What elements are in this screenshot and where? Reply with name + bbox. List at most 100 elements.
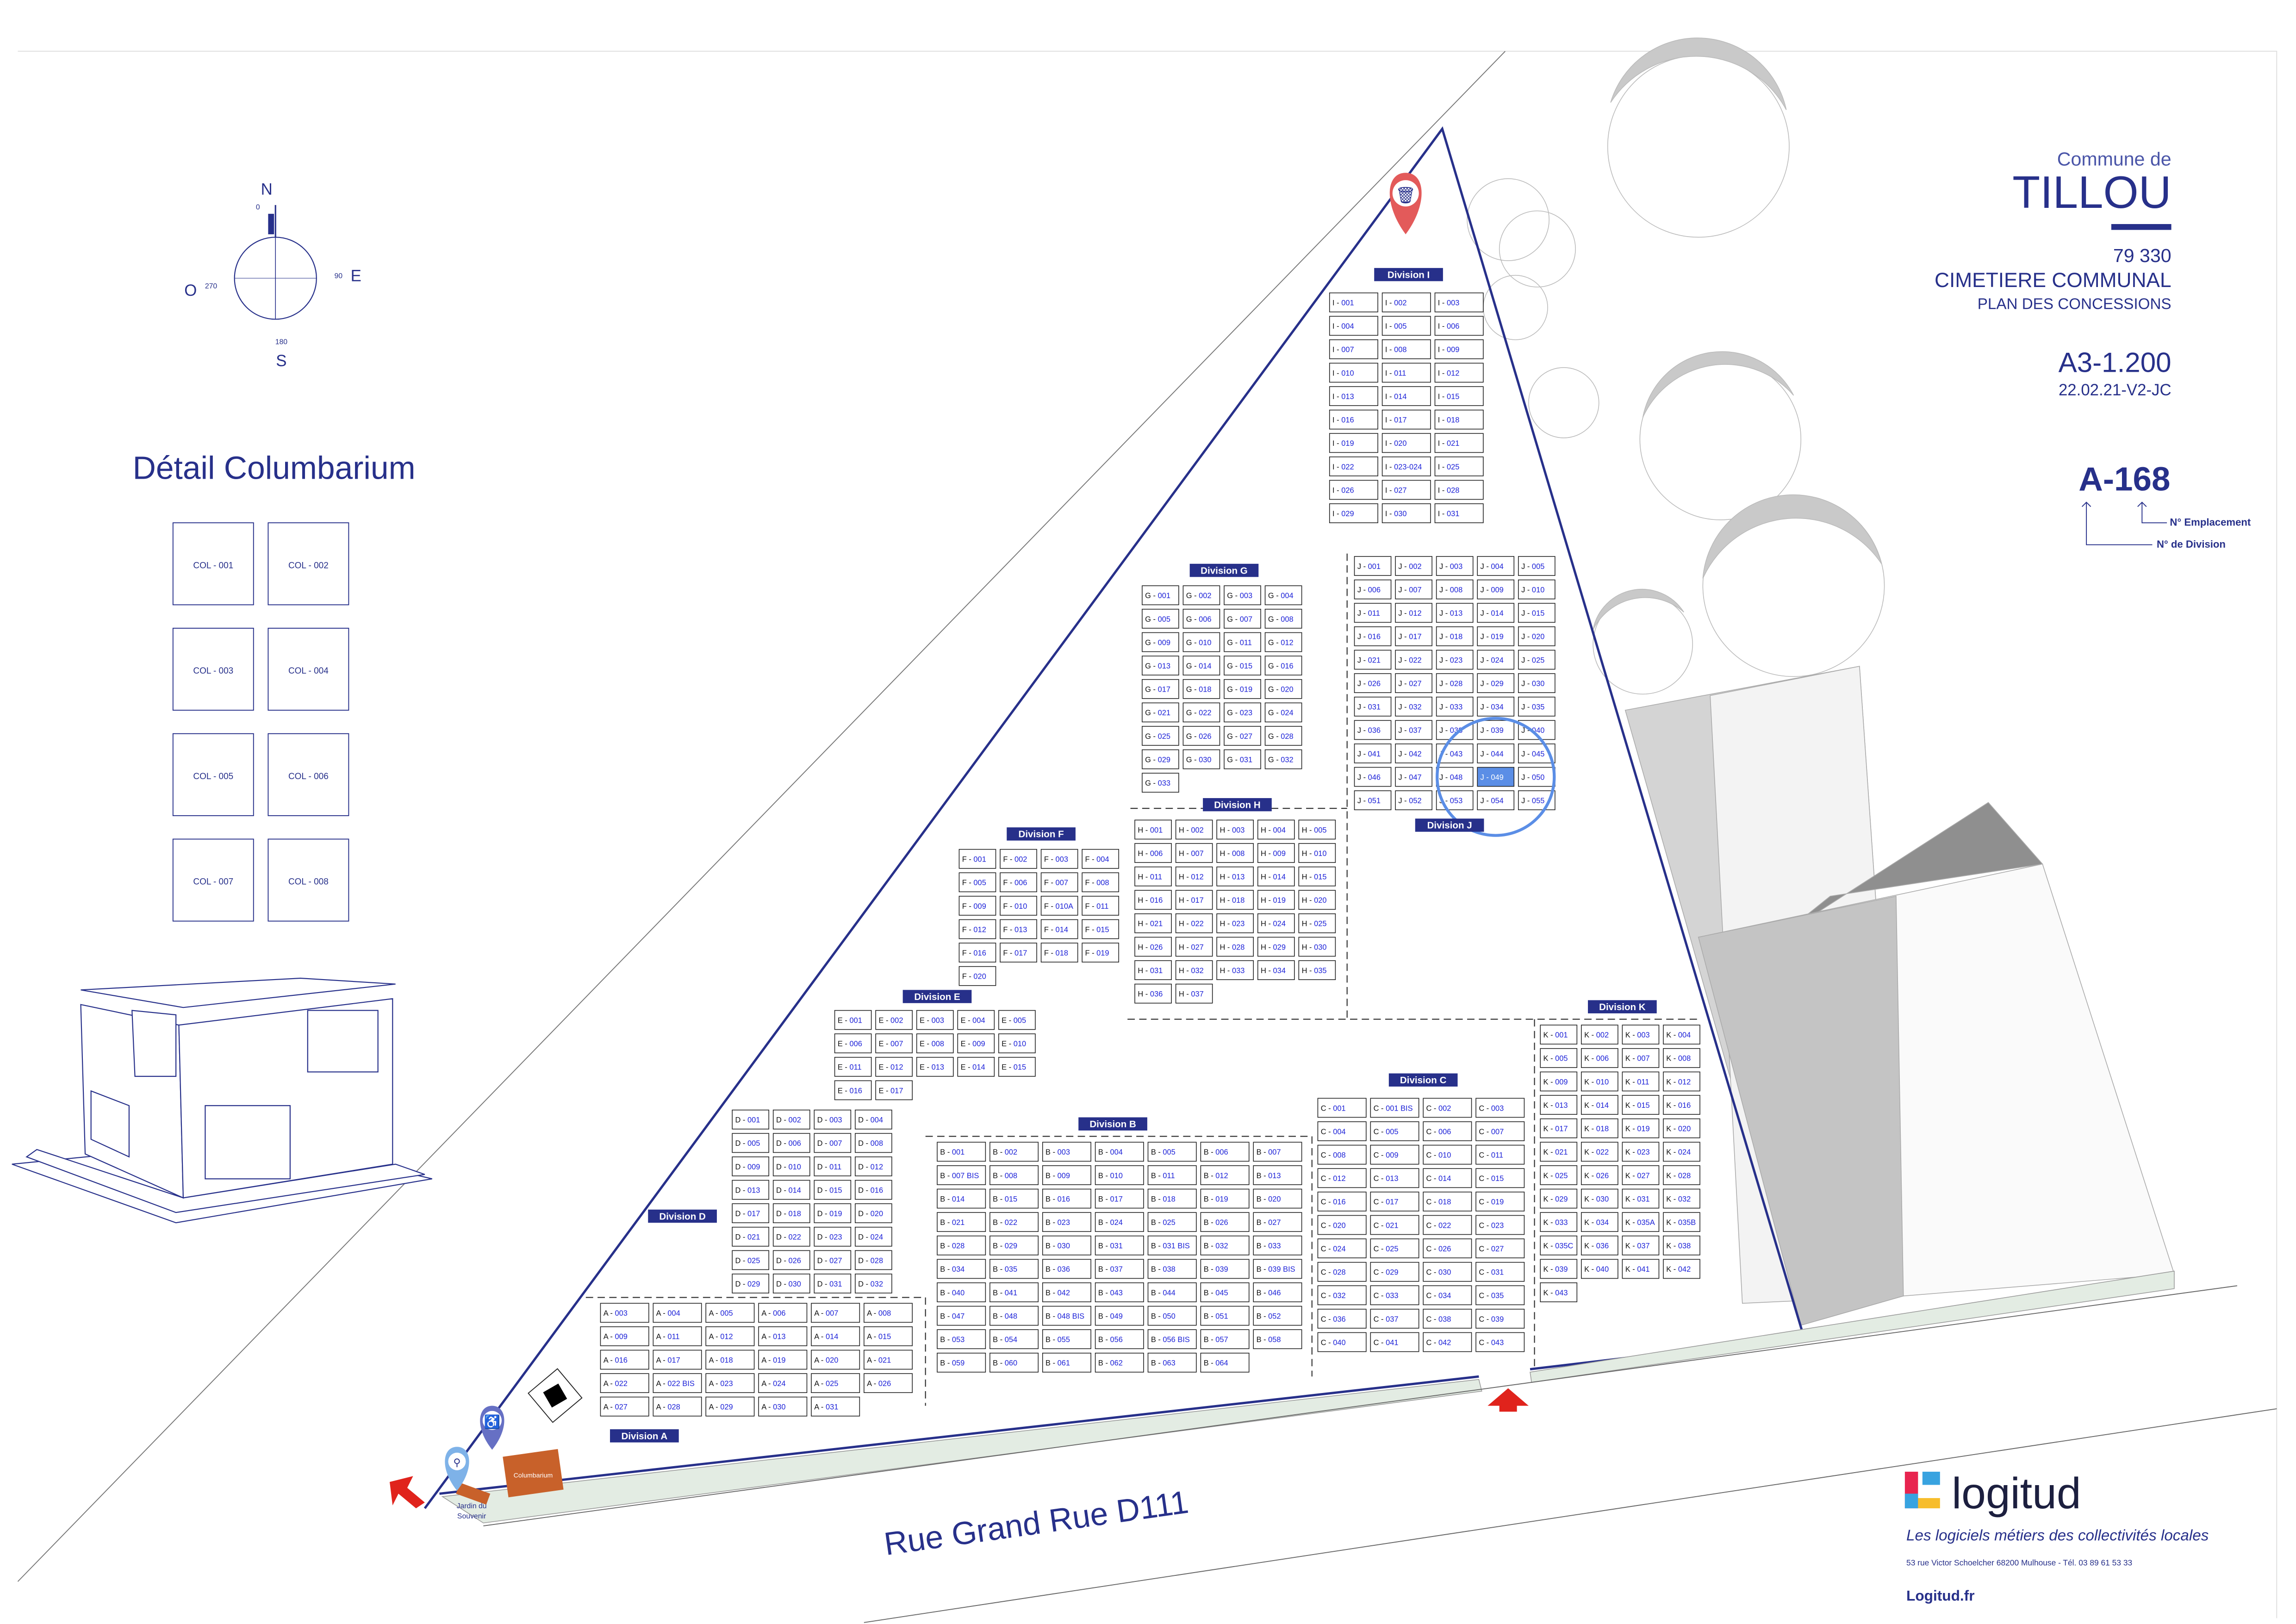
plot[interactable]: C - 014 bbox=[1423, 1168, 1472, 1188]
plot[interactable]: B - 055 bbox=[1042, 1329, 1091, 1349]
plot[interactable]: G - 007 bbox=[1224, 609, 1261, 629]
plot[interactable]: I - 030 bbox=[1381, 503, 1431, 524]
plot[interactable]: A - 004 bbox=[653, 1303, 702, 1323]
plot[interactable]: G - 018 bbox=[1182, 679, 1220, 699]
plot[interactable]: C - 035 bbox=[1475, 1285, 1525, 1305]
plot[interactable]: G - 014 bbox=[1182, 656, 1220, 676]
plot[interactable]: J - 010 bbox=[1518, 579, 1556, 600]
plot[interactable]: I - 019 bbox=[1329, 433, 1378, 453]
plot[interactable]: J - 024 bbox=[1477, 650, 1515, 670]
plot[interactable]: I - 004 bbox=[1329, 316, 1378, 336]
plot[interactable]: J - 023 bbox=[1436, 650, 1474, 670]
plot[interactable]: H - 003 bbox=[1216, 819, 1254, 840]
plot[interactable]: H - 035 bbox=[1298, 960, 1336, 980]
plot[interactable]: A - 031 bbox=[811, 1396, 860, 1417]
plot[interactable]: H - 033 bbox=[1216, 960, 1254, 980]
plot[interactable]: E - 017 bbox=[875, 1080, 913, 1100]
plot[interactable]: G - 030 bbox=[1182, 749, 1220, 769]
plot[interactable]: F - 003 bbox=[1040, 849, 1078, 869]
plot[interactable]: B - 048 BIS bbox=[1042, 1305, 1091, 1326]
plot[interactable]: G - 019 bbox=[1224, 679, 1261, 699]
plot[interactable]: H - 015 bbox=[1298, 866, 1336, 887]
plot[interactable]: I - 014 bbox=[1381, 386, 1431, 406]
plot[interactable]: H - 028 bbox=[1216, 937, 1254, 957]
plot[interactable]: K - 015 bbox=[1622, 1095, 1660, 1115]
plot[interactable]: K - 033 bbox=[1540, 1212, 1578, 1232]
plot[interactable]: G - 021 bbox=[1142, 702, 1179, 723]
plot[interactable]: H - 010 bbox=[1298, 843, 1336, 863]
plot[interactable]: A - 030 bbox=[758, 1396, 808, 1417]
plot[interactable]: I - 026 bbox=[1329, 480, 1378, 500]
plot[interactable]: H - 006 bbox=[1134, 843, 1172, 863]
plot[interactable]: K - 003 bbox=[1622, 1024, 1660, 1045]
plot[interactable]: A - 015 bbox=[864, 1326, 913, 1346]
plot[interactable]: B - 039 BIS bbox=[1253, 1259, 1302, 1279]
columbarium-cell[interactable]: COL - 005 bbox=[172, 733, 254, 816]
plot[interactable]: E - 005 bbox=[998, 1010, 1036, 1030]
plot[interactable]: K - 028 bbox=[1663, 1165, 1700, 1185]
plot[interactable]: B - 033 bbox=[1253, 1235, 1302, 1255]
plot[interactable]: I - 003 bbox=[1434, 292, 1484, 312]
plot[interactable]: D - 005 bbox=[732, 1133, 770, 1153]
plot[interactable]: H - 005 bbox=[1298, 819, 1336, 840]
plot[interactable]: I - 016 bbox=[1329, 409, 1378, 430]
plot[interactable]: J - 035 bbox=[1518, 696, 1556, 717]
plot[interactable]: B - 032 bbox=[1200, 1235, 1250, 1255]
plot[interactable]: K - 035B bbox=[1663, 1212, 1700, 1232]
plot[interactable]: C - 001 BIS bbox=[1370, 1098, 1419, 1118]
plot[interactable]: G - 003 bbox=[1224, 585, 1261, 606]
plot[interactable]: E - 006 bbox=[834, 1033, 872, 1054]
plot[interactable]: D - 008 bbox=[855, 1133, 892, 1153]
plot[interactable]: B - 053 bbox=[937, 1329, 986, 1349]
plot[interactable]: B - 039 bbox=[1200, 1259, 1250, 1279]
plot[interactable]: I - 031 bbox=[1434, 503, 1484, 524]
plot[interactable]: G - 020 bbox=[1264, 679, 1302, 699]
plot[interactable]: A - 018 bbox=[705, 1349, 755, 1370]
plot[interactable]: I - 017 bbox=[1381, 409, 1431, 430]
plot[interactable]: D - 010 bbox=[772, 1156, 810, 1176]
columbarium-cell[interactable]: COL - 007 bbox=[172, 838, 254, 922]
plot[interactable]: B - 027 bbox=[1253, 1212, 1302, 1232]
plot[interactable]: A - 013 bbox=[758, 1326, 808, 1346]
plot[interactable]: C - 028 bbox=[1317, 1262, 1367, 1282]
plot[interactable]: G - 027 bbox=[1224, 726, 1261, 746]
plot[interactable]: G - 002 bbox=[1182, 585, 1220, 606]
plot[interactable]: H - 018 bbox=[1216, 890, 1254, 910]
plot[interactable]: E - 002 bbox=[875, 1010, 913, 1030]
plot[interactable]: B - 019 bbox=[1200, 1188, 1250, 1209]
plot[interactable]: G - 017 bbox=[1142, 679, 1179, 699]
plot[interactable]: A - 007 bbox=[811, 1303, 860, 1323]
plot[interactable]: C - 005 bbox=[1370, 1121, 1419, 1141]
plot[interactable]: C - 026 bbox=[1423, 1238, 1472, 1258]
plot[interactable]: J - 054 bbox=[1477, 790, 1515, 811]
plot[interactable]: G - 023 bbox=[1224, 702, 1261, 723]
plot[interactable]: B - 016 bbox=[1042, 1188, 1091, 1209]
plot[interactable]: C - 015 bbox=[1475, 1168, 1525, 1188]
plot[interactable]: J - 012 bbox=[1395, 603, 1432, 623]
plot[interactable]: B - 008 bbox=[989, 1165, 1039, 1185]
plot[interactable]: B - 009 bbox=[1042, 1165, 1091, 1185]
plot[interactable]: J - 033 bbox=[1436, 696, 1474, 717]
plot[interactable]: J - 030 bbox=[1518, 673, 1556, 693]
plot[interactable]: A - 022 BIS bbox=[653, 1373, 702, 1393]
plot[interactable]: B - 042 bbox=[1042, 1282, 1091, 1302]
plot[interactable]: C - 007 bbox=[1475, 1121, 1525, 1141]
plot[interactable]: K - 023 bbox=[1622, 1142, 1660, 1162]
plot[interactable]: I - 028 bbox=[1434, 480, 1484, 500]
plot[interactable]: I - 018 bbox=[1434, 409, 1484, 430]
plot[interactable]: J - 044 bbox=[1477, 743, 1515, 763]
plot[interactable]: G - 005 bbox=[1142, 609, 1179, 629]
plot[interactable]: C - 021 bbox=[1370, 1215, 1419, 1235]
plot[interactable]: B - 050 bbox=[1147, 1305, 1197, 1326]
plot[interactable]: G - 032 bbox=[1264, 749, 1302, 769]
plot[interactable]: H - 030 bbox=[1298, 937, 1336, 957]
plot[interactable]: K - 002 bbox=[1581, 1024, 1618, 1045]
plot[interactable]: B - 007 bbox=[1253, 1142, 1302, 1162]
plot[interactable]: F - 020 bbox=[958, 966, 996, 986]
plot[interactable]: D - 004 bbox=[855, 1109, 892, 1130]
plot[interactable]: B - 010 bbox=[1095, 1165, 1144, 1185]
plot[interactable]: D - 031 bbox=[814, 1274, 852, 1293]
plot[interactable]: K - 032 bbox=[1663, 1188, 1700, 1209]
plot[interactable]: K - 013 bbox=[1540, 1095, 1578, 1115]
plot[interactable]: B - 052 bbox=[1253, 1305, 1302, 1326]
